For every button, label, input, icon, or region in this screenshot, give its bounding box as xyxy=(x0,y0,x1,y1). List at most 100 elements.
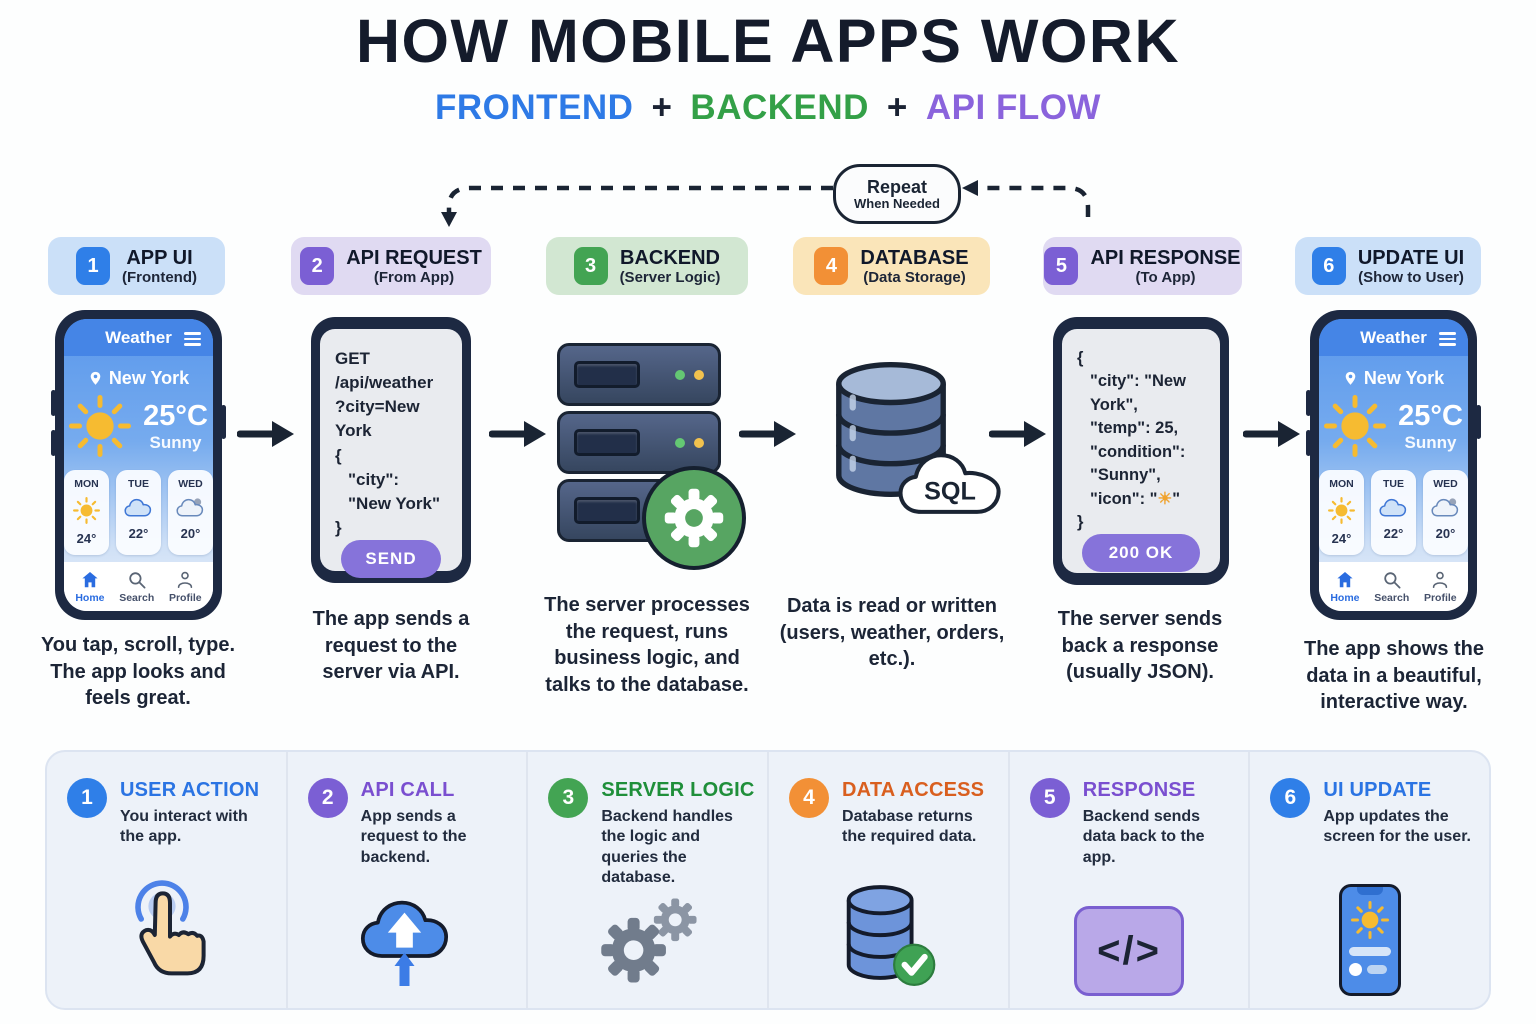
forecast-card-tue: TUE 22° xyxy=(1371,470,1416,555)
nav-profile[interactable]: Profile xyxy=(169,570,202,604)
step-header-backend: 3 BACKEND (Server Logic) xyxy=(546,237,748,295)
nav-profile-label: Profile xyxy=(168,591,202,604)
menu-icon[interactable] xyxy=(1439,332,1456,349)
ui-bar-small xyxy=(1366,965,1387,974)
step-1-title: APP UI xyxy=(126,246,193,269)
gears-icon xyxy=(588,895,708,996)
summary-5-title: RESPONSE xyxy=(1082,779,1196,801)
step-header-update-ui: 6 UPDATE UI (Show to User) xyxy=(1295,237,1481,295)
status-200-badge: 200 OK xyxy=(1082,534,1200,573)
description-update-ui: The app shows the data in a beautiful, i… xyxy=(1303,638,1485,714)
database-check-icon xyxy=(836,881,940,996)
server-slot xyxy=(574,497,640,524)
summary-2-desc: App sends a request to the backend. xyxy=(360,808,467,866)
server-led-yellow xyxy=(694,437,704,448)
repeat-when-needed-badge: Repeat When Needed xyxy=(833,164,961,224)
description-database: Data is read or written (users, weather,… xyxy=(779,595,1005,671)
flow-arrow-5-icon xyxy=(1243,421,1300,447)
summary-6-desc: App updates the screen for the user. xyxy=(1323,808,1471,846)
forecast-card-tue: TUE 22° xyxy=(116,470,161,555)
home-icon xyxy=(1335,570,1355,590)
page-subtitle: FRONTEND+BACKEND+API FLOW xyxy=(0,88,1536,128)
response-icon-post: " xyxy=(1172,489,1181,508)
server-unit xyxy=(557,411,721,474)
weather-app-title: Weather xyxy=(1360,327,1427,347)
request-json-open: { xyxy=(335,445,342,465)
tap-hand-icon xyxy=(114,879,218,996)
nav-search[interactable]: Search xyxy=(1374,570,1409,604)
nav-home[interactable]: Home xyxy=(1330,570,1360,604)
phone-update-ui: Weather New York 25°C Sunny MON 24° xyxy=(1306,310,1481,620)
summary-5-badge: 5 xyxy=(1029,778,1070,818)
step-3-title: BACKEND xyxy=(620,246,720,269)
cloud-icon xyxy=(1379,497,1409,519)
server-gear-badge xyxy=(642,466,746,570)
condition-label: Sunny xyxy=(1404,432,1457,452)
summary-6-title: UI UPDATE xyxy=(1323,779,1432,801)
summary-4-desc: Database returns the required data. xyxy=(842,808,977,846)
response-icon-line: "icon": "☀" xyxy=(1077,488,1205,511)
sql-cloud-badge: SQL xyxy=(898,453,1001,514)
gear-icon xyxy=(660,484,728,552)
weather-app-screen: Weather New York 25°C Sunny MON 24° xyxy=(64,319,213,611)
sun-icon xyxy=(69,395,131,457)
step-6-title: UPDATE UI xyxy=(1357,246,1465,269)
current-weather: 25°C Sunny xyxy=(64,395,213,457)
temperature-value: 25°C xyxy=(143,399,208,432)
sun-icon xyxy=(1324,395,1386,457)
request-query: ?city=New York xyxy=(335,397,420,441)
search-icon xyxy=(1382,570,1402,590)
phone-side-button xyxy=(51,430,56,456)
profile-icon xyxy=(1430,570,1450,590)
step-1-badge: 1 xyxy=(76,247,110,285)
flow-arrow-2-icon xyxy=(489,421,546,447)
phone-api-request: GET /api/weather ?city=New York { "city"… xyxy=(311,317,471,583)
subtitle-api-flow: API FLOW xyxy=(925,88,1101,127)
response-json-close: } xyxy=(1077,512,1084,531)
summary-response: 5 RESPONSE Backend sends data back to th… xyxy=(1010,752,1251,1008)
step-6-badge: 6 xyxy=(1311,247,1346,285)
weather-app-header: Weather xyxy=(1319,319,1468,356)
menu-icon[interactable] xyxy=(184,332,201,349)
nav-profile[interactable]: Profile xyxy=(1424,570,1457,604)
description-app-ui: You tap, scroll, type. The app looks and… xyxy=(40,634,236,710)
forecast-day: WED xyxy=(178,478,203,490)
request-path: /api/weather xyxy=(335,373,434,393)
temperature-value: 25°C xyxy=(1398,399,1463,432)
repeat-loop-dashed-arrows xyxy=(441,180,1091,227)
repeat-label: Repeat xyxy=(866,176,928,197)
sql-label: SQL xyxy=(924,477,976,505)
nav-search[interactable]: Search xyxy=(119,570,154,604)
summary-4-badge: 4 xyxy=(789,778,830,818)
response-json-open: { xyxy=(1077,349,1084,367)
cloud-night-icon xyxy=(1431,498,1461,519)
phone-side-button xyxy=(51,390,56,416)
send-button[interactable]: SEND xyxy=(341,540,441,578)
summary-6-badge: 6 xyxy=(1270,778,1311,818)
cloud-upload-icon xyxy=(352,891,462,996)
flow-arrow-1-icon xyxy=(237,421,294,447)
step-header-api-request: 2 API REQUEST (From App) xyxy=(291,237,491,295)
response-icon-pre: "icon": " xyxy=(1090,489,1158,508)
ui-bar xyxy=(1348,947,1391,956)
weather-app-title: Weather xyxy=(105,327,172,347)
sun-icon xyxy=(1351,901,1389,939)
nav-search-label: Search xyxy=(1374,591,1410,604)
step-header-api-response: 5 API RESPONSE (To App) xyxy=(1043,237,1242,295)
summary-2-badge: 2 xyxy=(307,778,348,818)
forecast-day: WED xyxy=(1433,478,1458,490)
nav-home-label: Home xyxy=(1330,591,1360,604)
forecast-card-wed: WED 20° xyxy=(1423,470,1468,555)
nav-home[interactable]: Home xyxy=(75,570,105,604)
cloud-icon xyxy=(124,497,154,519)
forecast-card-mon: MON 24° xyxy=(1319,470,1364,555)
location-row: New York xyxy=(64,368,213,389)
sun-glyph-icon: ☀ xyxy=(1157,489,1173,508)
step-6-subtitle: (Show to User) xyxy=(1358,268,1464,286)
request-json-key: "city": xyxy=(348,469,400,489)
summary-user-action: 1 USER ACTION You interact with the app. xyxy=(47,752,288,1008)
forecast-temp: 20° xyxy=(180,526,201,541)
step-2-badge: 2 xyxy=(300,247,335,285)
response-condition-value: "Sunny", xyxy=(1090,466,1161,485)
subtitle-plus-2: + xyxy=(886,88,908,127)
